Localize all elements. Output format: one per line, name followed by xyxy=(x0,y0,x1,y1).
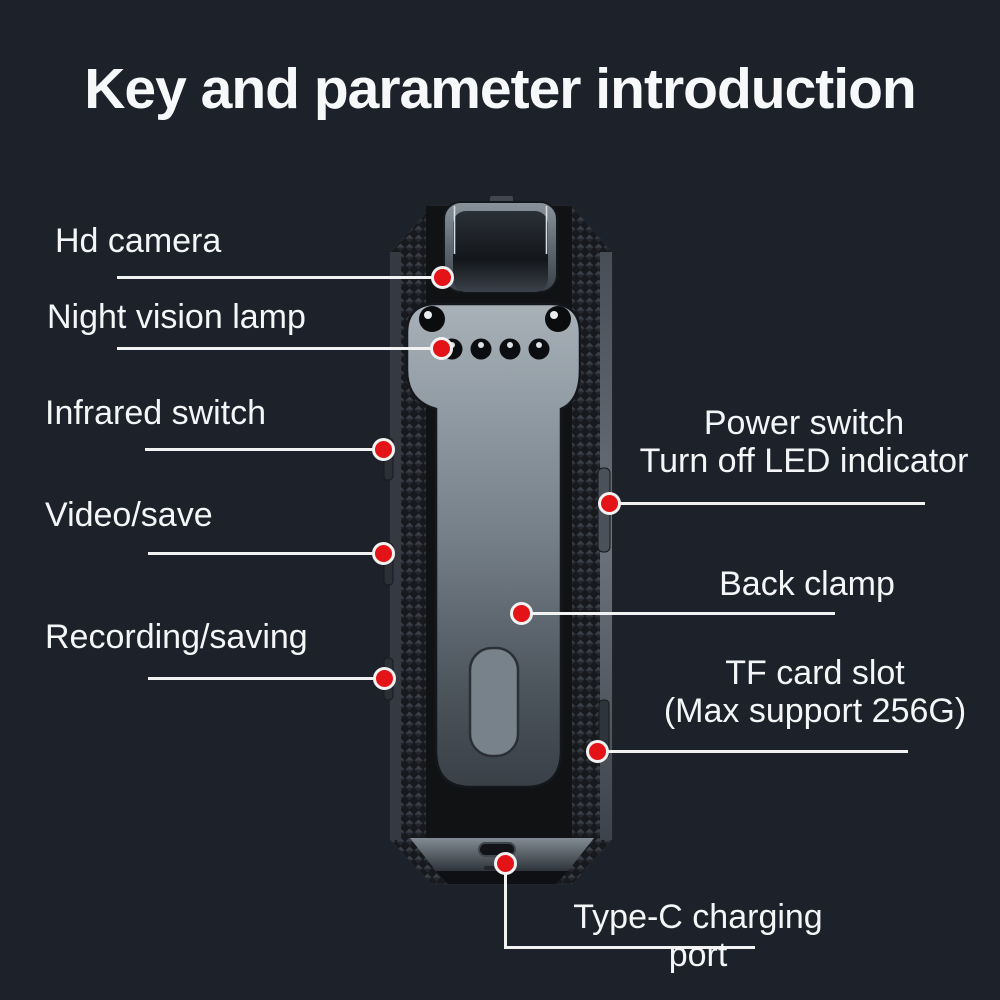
callout-dot-back-clamp xyxy=(509,601,533,625)
callout-line-type-c-horizontal xyxy=(503,946,755,949)
camera-lens-left-highlight xyxy=(424,311,432,319)
callout-dot-night-vision xyxy=(429,336,453,360)
callout-line-night-vision xyxy=(117,346,441,350)
label-type-c-charging-port: Type-C charging port xyxy=(573,898,823,974)
label-infrared-switch: Infrared switch xyxy=(45,394,267,432)
callout-dot-power xyxy=(597,491,621,515)
callout-line-video-save xyxy=(148,551,383,555)
callout-line-infrared xyxy=(145,447,383,451)
callout-line-hd-camera xyxy=(117,275,442,279)
label-video-save: Video/save xyxy=(45,496,213,534)
camera-lens-right xyxy=(545,306,571,332)
device-left-rim xyxy=(390,252,401,840)
bottom-cap-shadow xyxy=(436,871,568,884)
callout-line-tf-card xyxy=(597,749,908,753)
label-tf-card-slot-line2: (Max support 256G) xyxy=(663,692,967,730)
callout-dot-hd-camera xyxy=(430,265,454,289)
camera-lens-left xyxy=(419,306,445,332)
label-tf-card-slot-line1: TF card slot xyxy=(725,654,905,692)
callout-dot-infrared xyxy=(371,437,395,461)
callout-dot-recording xyxy=(372,666,396,690)
label-power-switch: Power switch Turn off LED indicator xyxy=(624,404,984,480)
callout-dot-type-c xyxy=(493,851,517,875)
callout-line-back-clamp xyxy=(521,611,835,615)
callout-dot-tf-card xyxy=(585,739,609,763)
back-clamp-strip xyxy=(405,302,582,789)
clamp-cutout xyxy=(468,646,520,758)
callout-line-recording xyxy=(148,676,384,680)
camera-head-cylinder xyxy=(453,211,548,292)
label-night-vision-lamp: Night vision lamp xyxy=(47,298,306,336)
label-back-clamp: Back clamp xyxy=(719,565,895,603)
page-title: Key and parameter introduction xyxy=(84,57,917,121)
label-hd-camera: Hd camera xyxy=(55,222,222,260)
callout-line-power xyxy=(609,501,925,505)
camera-lens-right-highlight xyxy=(550,311,558,319)
label-power-switch-line2: Turn off LED indicator xyxy=(639,442,969,480)
label-tf-card-slot: TF card slot (Max support 256G) xyxy=(640,654,990,730)
callout-line-type-c-vertical xyxy=(503,863,507,949)
label-recording-saving: Recording/saving xyxy=(45,618,308,656)
callout-dot-video-save xyxy=(371,541,395,565)
label-power-switch-line1: Power switch xyxy=(703,404,905,442)
device-illustration xyxy=(383,196,613,885)
